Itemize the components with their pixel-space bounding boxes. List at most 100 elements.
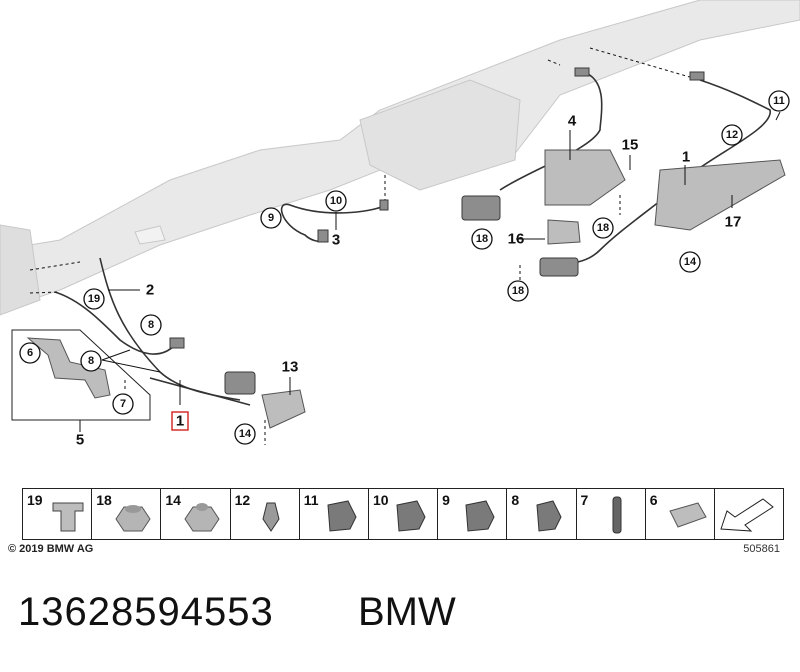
callout-circle xyxy=(140,314,162,336)
callout-number: 18 xyxy=(476,233,488,245)
callout-number: 19 xyxy=(88,293,100,305)
legend-number: 6 xyxy=(649,492,658,508)
callout-16: 16 xyxy=(508,231,525,248)
legend-cell-11: 11 xyxy=(300,489,369,539)
callout-number: 11 xyxy=(773,95,785,107)
callout-circle xyxy=(592,217,614,239)
leader-lines xyxy=(101,111,781,405)
cable-clip-icon xyxy=(262,502,280,532)
callout-8: 8 xyxy=(80,350,102,372)
callout-number: 14 xyxy=(239,428,252,440)
cable-holder-icon xyxy=(327,500,357,532)
callout-4: 4 xyxy=(568,113,577,130)
callout-3: 3 xyxy=(332,232,340,249)
callout-14: 14 xyxy=(679,251,701,273)
legend-number: 8 xyxy=(511,492,520,508)
callout-number: 14 xyxy=(684,256,697,268)
expanding-rivet-icon xyxy=(612,496,621,534)
callout-number: 18 xyxy=(512,285,524,297)
brackets-and-connectors xyxy=(26,67,786,429)
callout-circle xyxy=(768,90,790,112)
legend-cell-14: 14 xyxy=(161,489,231,539)
callout-number: 10 xyxy=(330,195,342,207)
legend-cell-9: 9 xyxy=(438,489,508,539)
cable-holder-icon xyxy=(465,500,495,532)
copyright-notice: © 2019 BMW AG xyxy=(8,543,94,555)
hex-nut-icon xyxy=(184,503,220,532)
callout-2: 2 xyxy=(146,282,154,299)
insulating-sleeve-icon xyxy=(668,502,707,528)
spring-clip-icon xyxy=(52,502,84,532)
callout-5: 5 xyxy=(76,432,84,449)
callout-7: 7 xyxy=(112,393,134,415)
callout-9: 9 xyxy=(260,207,282,229)
collar-nut-icon xyxy=(115,505,151,532)
legend-number: 12 xyxy=(234,492,251,508)
callout-8: 8 xyxy=(140,314,162,336)
callout-14: 14 xyxy=(234,423,256,445)
callout-circle xyxy=(471,228,493,250)
callout-number: 4 xyxy=(568,113,577,130)
callout-circle xyxy=(507,280,529,302)
callout-18: 18 xyxy=(592,217,614,239)
legend-cell-8: 8 xyxy=(507,489,577,539)
callout-number: 13 xyxy=(282,359,299,376)
callout-number: 2 xyxy=(146,282,154,299)
legend-cell-12: 12 xyxy=(231,489,300,539)
callout-number: 5 xyxy=(76,432,84,449)
legend-number: 7 xyxy=(580,492,589,508)
callout-circle xyxy=(721,124,743,146)
callout-1: 1 xyxy=(682,149,690,166)
callout-circle xyxy=(234,423,256,445)
brand-name: BMW xyxy=(358,590,456,634)
exhaust-system-illustration xyxy=(0,0,800,316)
legend-cell-18: 18 xyxy=(92,489,162,539)
legend-number: 10 xyxy=(372,492,389,508)
callout-18: 18 xyxy=(471,228,493,250)
callout-number: 15 xyxy=(622,137,639,154)
callout-11: 11 xyxy=(768,90,790,112)
callout-circle xyxy=(325,190,347,212)
callout-circle xyxy=(260,207,282,229)
legend-cell-7: 7 xyxy=(577,489,646,539)
legend-number: 18 xyxy=(96,492,112,508)
callout-number: 17 xyxy=(725,214,742,231)
callout-number: 18 xyxy=(597,222,609,234)
callout-number: 9 xyxy=(268,212,274,224)
callout-number: 7 xyxy=(120,398,126,410)
callout-circle xyxy=(679,251,701,273)
legend-number: 19 xyxy=(27,492,43,508)
legend-number: 11 xyxy=(303,492,319,508)
callout-number: 6 xyxy=(27,347,33,359)
callout-number: 16 xyxy=(508,231,525,248)
callout-number: 3 xyxy=(332,232,340,249)
callout-17: 17 xyxy=(725,214,742,231)
legend-cell-10: 10 xyxy=(369,489,439,539)
callout-number: 12 xyxy=(726,129,738,141)
legend-cell-19: 19 xyxy=(23,489,93,539)
callout-circle xyxy=(19,342,41,364)
legend-number: 14 xyxy=(165,492,181,508)
drawing-id: 505861 xyxy=(743,543,780,555)
callout-number: 8 xyxy=(88,355,94,367)
callout-circle xyxy=(83,288,105,310)
callout-15: 15 xyxy=(622,137,639,154)
callout-circle xyxy=(80,350,102,372)
callout-10: 10 xyxy=(325,190,347,212)
parts-legend-strip: 19 18 14 12 11 10 9 8 7 6 xyxy=(22,488,784,540)
callout-18: 18 xyxy=(507,280,529,302)
callout-19: 19 xyxy=(83,288,105,310)
part-number: 13628594553 xyxy=(18,590,274,634)
callout-6: 6 xyxy=(19,342,41,364)
item-5-group-outline xyxy=(11,329,151,421)
callout-number: 1 xyxy=(682,149,690,166)
cable-holder-icon xyxy=(536,500,562,532)
arrow-icon xyxy=(720,498,774,532)
callout-13: 13 xyxy=(282,359,299,376)
legend-cell-arrow xyxy=(715,489,783,539)
cable-holder-icon xyxy=(396,500,426,532)
callout-number: 8 xyxy=(148,319,154,331)
legend-cell-6: 6 xyxy=(646,489,715,539)
